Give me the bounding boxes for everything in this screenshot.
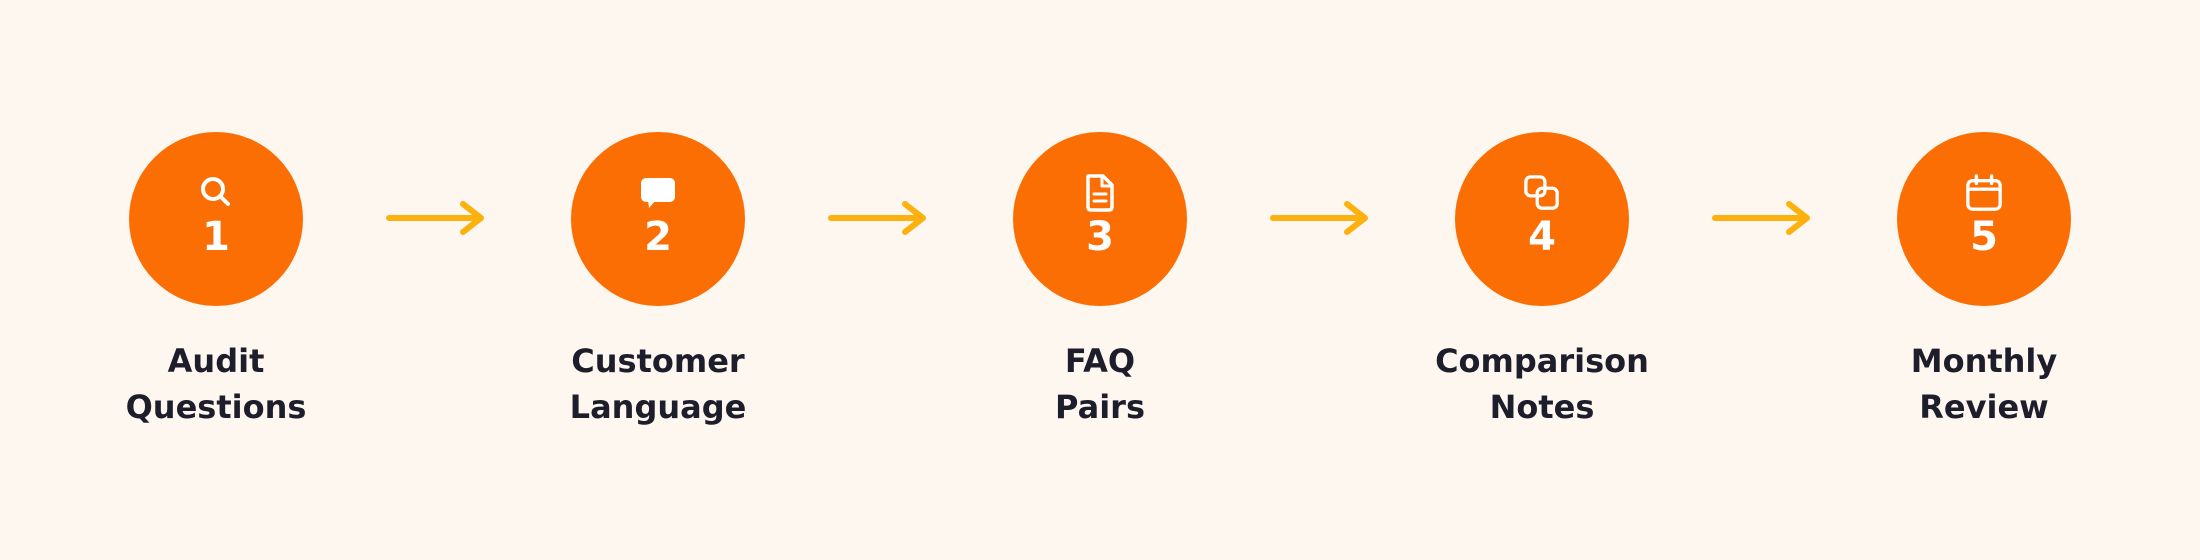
step-label: Monthly Review: [1911, 338, 2058, 430]
step-label: Comparison Notes: [1435, 338, 1649, 430]
step-circle: 1: [129, 132, 303, 306]
step-number: 3: [1086, 214, 1114, 260]
step-label-line-1: Monthly: [1910, 342, 2058, 380]
step-label: FAQ Pairs: [1055, 338, 1145, 430]
step-label: Audit Questions: [126, 338, 307, 430]
step-label-line-2: Language: [569, 388, 747, 426]
arrow-right-icon: [1712, 201, 1810, 235]
arrow-right-icon: [1270, 201, 1368, 235]
step-label-line-1: Audit: [167, 342, 265, 380]
step-circle: 3: [1013, 132, 1187, 306]
step-label-line-2: Notes: [1489, 388, 1595, 426]
step-circle: 4: [1455, 132, 1629, 306]
step-1: 1 Audit Questions: [56, 132, 376, 430]
step-4: 4 Comparison Notes: [1382, 132, 1702, 430]
calendar-icon: [1965, 173, 2003, 213]
step-3: 3 FAQ Pairs: [940, 132, 1260, 430]
step-label-line-2: Review: [1919, 388, 2049, 426]
step-2: 2 Customer Language: [498, 132, 818, 430]
step-label-line-2: Questions: [125, 388, 307, 426]
step-number: 4: [1528, 214, 1556, 260]
chat-bubble-icon: [639, 173, 677, 213]
step-circle: 5: [1897, 132, 2071, 306]
step-number: 2: [644, 214, 672, 260]
document-icon: [1081, 173, 1119, 213]
step-label-line-1: FAQ: [1064, 342, 1136, 380]
arrow-right-icon: [386, 201, 484, 235]
arrow-right-icon: [828, 201, 926, 235]
step-label-line-2: Pairs: [1055, 388, 1145, 426]
search-icon: [197, 173, 235, 213]
step-label: Customer Language: [570, 338, 747, 430]
step-circle: 2: [571, 132, 745, 306]
step-label-line-1: Customer: [571, 342, 745, 380]
step-5: 5 Monthly Review: [1824, 132, 2144, 430]
step-number: 5: [1970, 214, 1998, 260]
step-label-line-1: Comparison: [1435, 342, 1649, 380]
step-number: 1: [202, 214, 230, 260]
overlap-squares-icon: [1523, 173, 1561, 213]
